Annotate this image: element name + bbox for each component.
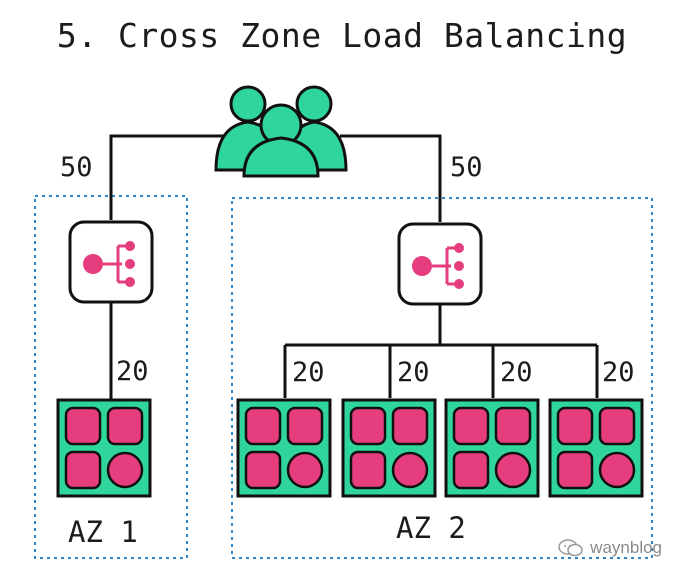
link-label-right-top: 50 (450, 152, 483, 183)
az2-load-balancer-icon (397, 222, 483, 306)
az1-instance-icon (56, 398, 152, 498)
az2-instance-3-icon (444, 398, 540, 498)
az1-zone-border (34, 195, 188, 559)
link-label-az2-instance-3: 20 (500, 357, 533, 388)
link-label-az2-instance-2: 20 (397, 357, 430, 388)
wechat-icon (558, 539, 583, 557)
az2-instance-1-icon (236, 398, 332, 498)
page-title: 5. Cross Zone Load Balancing (56, 16, 628, 55)
az1-label: AZ 1 (68, 515, 138, 549)
connector-lines (109, 134, 599, 400)
link-label-az2-instance-1: 20 (292, 357, 325, 388)
link-label-left-top: 50 (60, 152, 93, 183)
az2-zone-border (231, 197, 653, 559)
az2-label: AZ 2 (396, 511, 466, 545)
watermark-text: waynblog (590, 538, 662, 557)
link-label-az1-instance: 20 (116, 356, 149, 387)
link-label-az2-instance-4: 20 (602, 357, 635, 388)
az1-load-balancer-icon (68, 220, 154, 304)
watermark: waynblog (558, 538, 662, 558)
users-group-icon (214, 85, 348, 178)
az2-instance-4-icon (548, 398, 644, 498)
az2-instance-2-icon (341, 398, 437, 498)
